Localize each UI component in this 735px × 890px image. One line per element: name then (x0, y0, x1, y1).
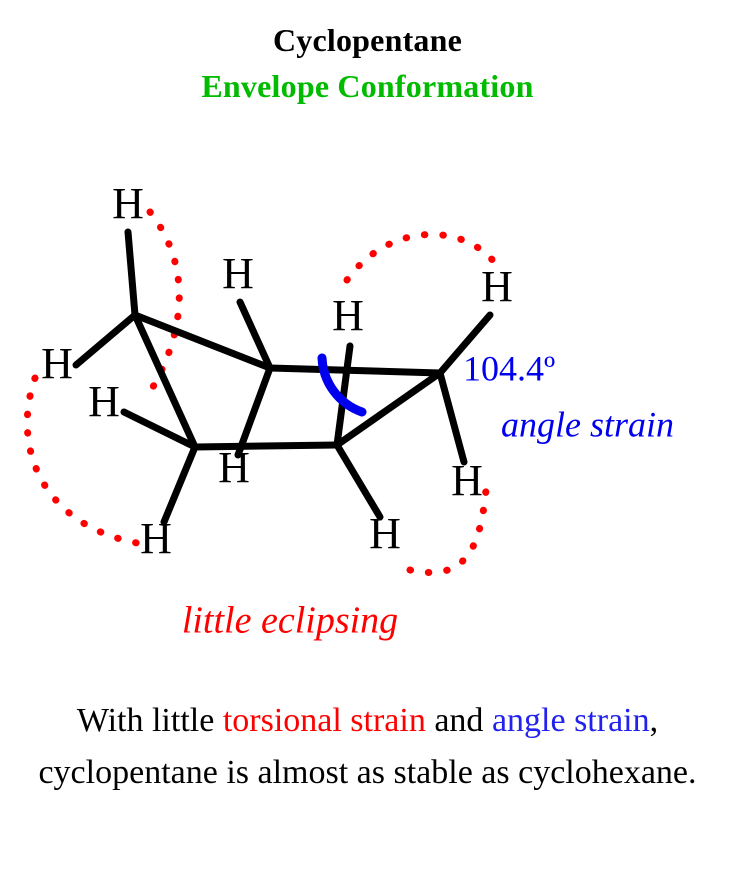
bond-c-back-upper-h-upper (236, 298, 274, 372)
h-label-top-right: H (481, 262, 513, 311)
page-subtitle: Envelope Conformation (201, 68, 534, 104)
bond-c-back-upper-h-front (234, 364, 274, 459)
ring-bond-group (131, 311, 444, 451)
bond-c-front-left-h-left (120, 408, 199, 451)
little-eclipsing-label: little eclipsing (182, 600, 398, 642)
page-title: Cyclopentane (272, 22, 463, 58)
caption-strain-word: strain (574, 702, 650, 739)
eclipsing-arc-top-right (343, 230, 504, 284)
bond-angle-value-label: 104.4º (463, 348, 555, 388)
caption-part-3: and (425, 702, 492, 739)
bond-c-flap-h-left (72, 311, 139, 369)
h-label-right-lower: H (451, 456, 483, 505)
h-label-center-front: H (218, 443, 250, 492)
eclipsing-arc-left (23, 374, 154, 549)
h-label-upper-mid: H (222, 249, 254, 298)
bond-c-right-c-front-right (333, 369, 444, 449)
bond-c-flap-c-back-upper (131, 311, 274, 372)
bond-c-front-right-h-bottom (333, 441, 384, 521)
h-label-left-flap: H (41, 339, 73, 388)
caption-part-1: With little (76, 702, 223, 739)
bond-c-flap-h-up (124, 228, 139, 319)
title-block: Cyclopentane Envelope Conformation (0, 18, 735, 110)
caption-part-6: as cyclohexane. (481, 754, 697, 791)
hydrogen-label-group: H H H H H H H H H H (41, 179, 513, 563)
h-label-top-flap-up: H (112, 179, 144, 228)
bond-c-right-h-lower (436, 369, 468, 466)
angle-strain-label: angle strain (501, 404, 674, 444)
bond-c-front-left-c-flap (131, 311, 199, 451)
cyclopentane-structure-diagram: H H H H H H H H H H 104.4º angle strain … (23, 179, 674, 642)
bond-c-back-upper-c-right (266, 364, 444, 377)
h-label-upper-right-mid: H (332, 291, 364, 340)
bond-angle-arc (317, 353, 367, 417)
caption-torsional-strain: torsional strain (222, 702, 426, 739)
bond-c-front-right-c-front-left (191, 441, 341, 451)
bond-c-right-h-top (436, 311, 494, 377)
h-label-lower-left-front: H (88, 377, 120, 426)
caption-angle-word: angle (491, 702, 566, 739)
caption-part-5: , cyclopentane is almost as stable (38, 702, 659, 791)
caption-text: With little torsional strain and angle s… (18, 695, 717, 799)
ch-bond-group (72, 228, 494, 526)
eclipsing-arc-lower-right (406, 486, 490, 576)
h-label-bottom-left: H (140, 514, 172, 563)
h-label-bottom-mid: H (369, 509, 401, 558)
bond-c-front-left-h-bottom (160, 443, 199, 526)
